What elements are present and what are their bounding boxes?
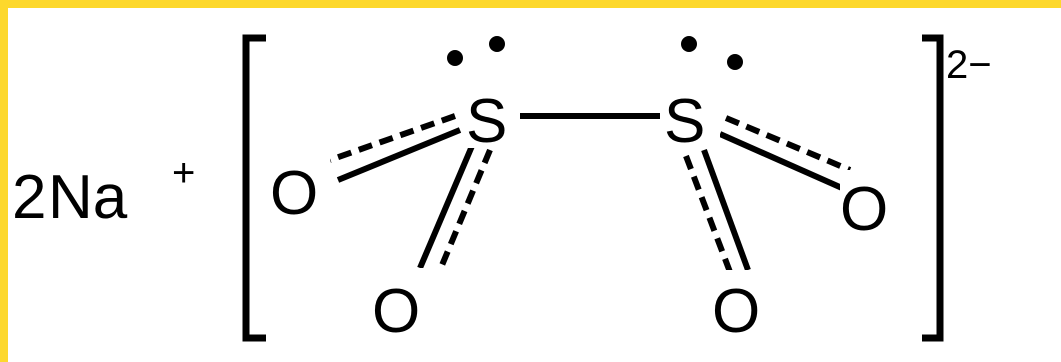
atom-o4: O	[712, 277, 760, 346]
cation-symbol: Na	[48, 163, 128, 232]
atom-s2: S	[664, 87, 705, 156]
right-bracket	[922, 34, 944, 342]
atom-s1: S	[466, 87, 507, 156]
cation-count: 2	[12, 163, 46, 232]
lone-pair-s1	[447, 36, 505, 66]
sodium-dithionite-structure: 2 Na + 2−	[12, 34, 992, 346]
atoms: S S O O O O	[270, 84, 902, 346]
bond-s2-o3	[718, 115, 852, 191]
cation-charge: +	[172, 151, 195, 195]
atom-o3: O	[840, 175, 888, 244]
bond-s2-o4	[683, 148, 751, 274]
anion-charge: 2−	[946, 43, 992, 87]
atom-o2: O	[372, 277, 420, 346]
bond-s1-o2	[417, 144, 493, 272]
sodium-cation: 2 Na +	[12, 151, 195, 232]
bonds	[329, 113, 852, 274]
left-bracket	[242, 34, 266, 342]
bond-s1-o1	[329, 113, 462, 183]
structure-canvas: 2 Na + 2−	[8, 8, 1061, 362]
atom-o1: O	[270, 159, 318, 228]
lone-pair-s2	[681, 36, 743, 70]
